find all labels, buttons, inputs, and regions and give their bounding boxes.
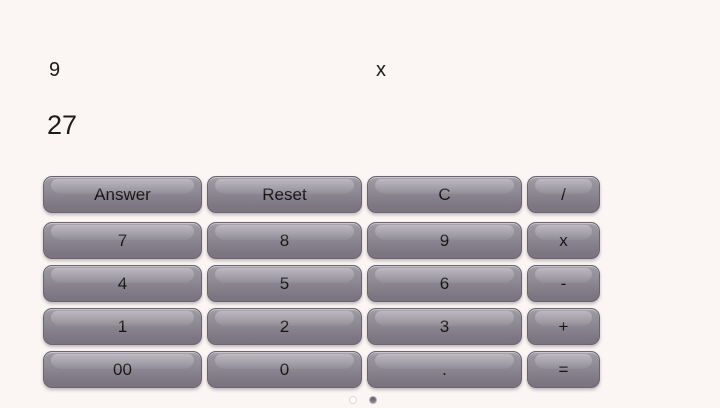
keypad-row-bottom: 00 0 . =: [43, 351, 600, 388]
minus-button[interactable]: -: [527, 265, 600, 302]
first-operand-display: 9: [49, 59, 61, 81]
key-0[interactable]: 0: [207, 351, 362, 388]
answer-button[interactable]: Answer: [43, 176, 202, 213]
keypad-row-789: 7 8 9 x: [43, 222, 600, 259]
key-3[interactable]: 3: [367, 308, 522, 345]
plus-button[interactable]: +: [527, 308, 600, 345]
key-5[interactable]: 5: [207, 265, 362, 302]
equals-button[interactable]: =: [527, 351, 600, 388]
key-1[interactable]: 1: [43, 308, 202, 345]
operator-display: x: [376, 59, 386, 81]
key-decimal[interactable]: .: [367, 351, 522, 388]
page-indicator-dot-1[interactable]: [349, 396, 357, 404]
key-2[interactable]: 2: [207, 308, 362, 345]
key-7[interactable]: 7: [43, 222, 202, 259]
key-8[interactable]: 8: [207, 222, 362, 259]
key-6[interactable]: 6: [367, 265, 522, 302]
reset-button[interactable]: Reset: [207, 176, 362, 213]
divide-button[interactable]: /: [527, 176, 600, 213]
multiply-button[interactable]: x: [527, 222, 600, 259]
key-9[interactable]: 9: [367, 222, 522, 259]
page-indicator-dot-2[interactable]: [369, 396, 377, 404]
keypad-row-456: 4 5 6 -: [43, 265, 600, 302]
keypad: Answer Reset C / 7 8 9 x 4 5 6 - 1 2 3 +…: [43, 176, 600, 394]
page-indicator: [349, 396, 377, 404]
result-display: 27: [47, 110, 78, 140]
keypad-row-123: 1 2 3 +: [43, 308, 600, 345]
key-double-zero[interactable]: 00: [43, 351, 202, 388]
keypad-row-functions: Answer Reset C /: [43, 176, 600, 213]
clear-button[interactable]: C: [367, 176, 522, 213]
key-4[interactable]: 4: [43, 265, 202, 302]
